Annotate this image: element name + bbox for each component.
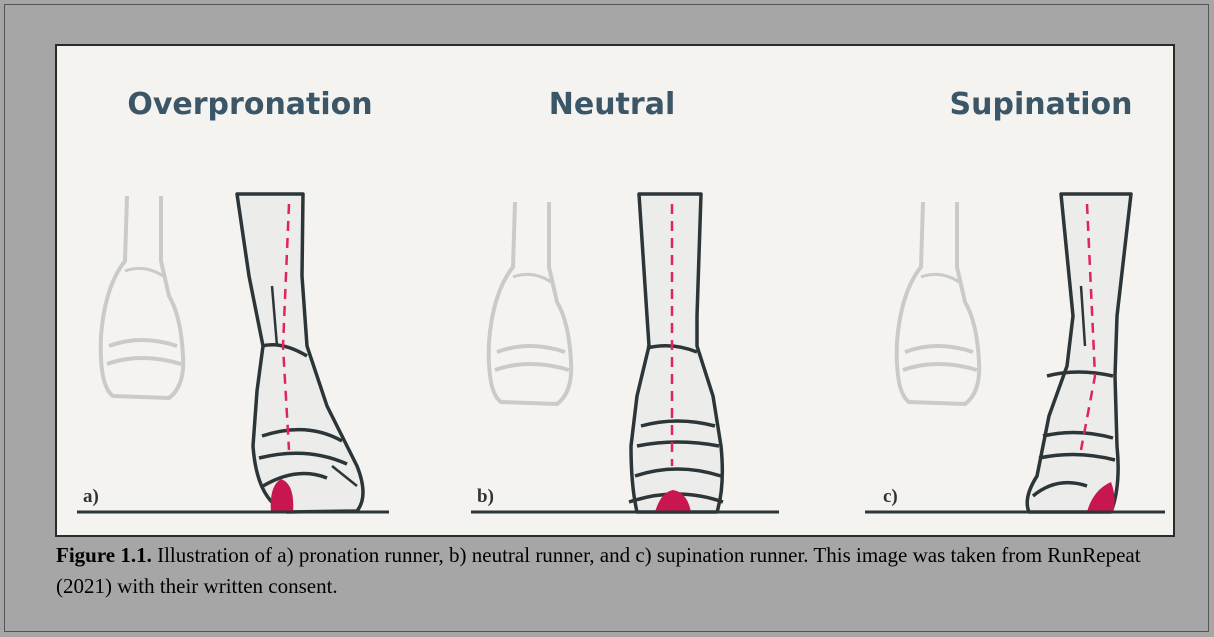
panel-title-supination: Supination <box>950 87 1133 122</box>
panel-a-ghost-foot <box>101 196 183 398</box>
panel-c-planted-foot <box>1027 194 1131 512</box>
panel-b-letter: b) <box>477 486 494 507</box>
panel-b-ghost-foot <box>489 202 571 404</box>
panel-c-letter: c) <box>883 486 898 507</box>
figure-image: Overpronation Neutral Supination a) <box>55 44 1175 537</box>
caption-text: Illustration of a) pronation runner, b) … <box>56 543 1141 598</box>
panel-a-planted-foot <box>237 194 363 512</box>
panel-title-overpronation: Overpronation <box>127 87 372 122</box>
panel-a-letter: a) <box>83 486 99 507</box>
panel-c-ghost-foot <box>897 202 979 404</box>
caption-label: Figure 1.1. <box>56 543 152 567</box>
foot-illustration: Overpronation Neutral Supination a) <box>57 46 1173 535</box>
panel-title-neutral: Neutral <box>549 87 675 122</box>
figure-caption: Figure 1.1. Illustration of a) pronation… <box>56 540 1186 602</box>
panel-b-planted-foot <box>629 194 723 512</box>
